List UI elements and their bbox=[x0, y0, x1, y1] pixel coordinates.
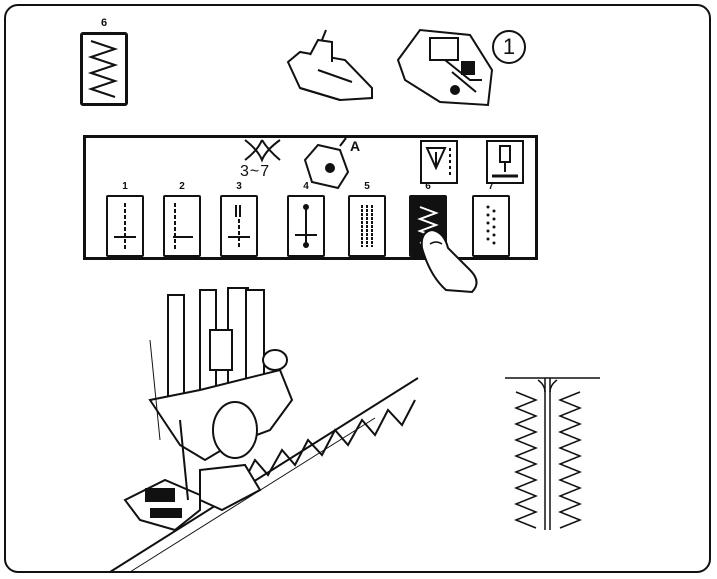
seam-result-diagram bbox=[0, 0, 717, 579]
